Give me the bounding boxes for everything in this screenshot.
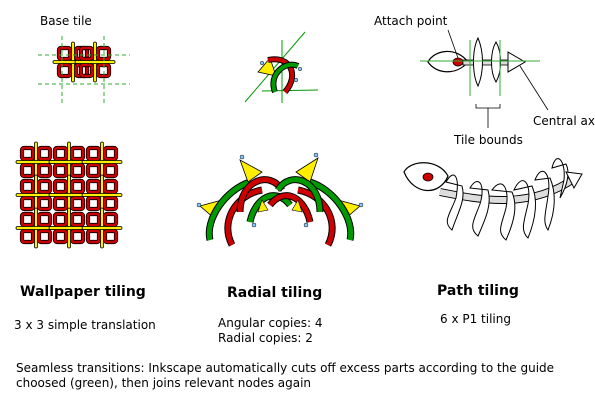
wallpaper-tiling-caption: 3 x 3 simple translation: [14, 318, 156, 332]
base-tile-label: Base tile: [40, 14, 92, 28]
footer-line-1: Seamless transitions: Inkscape automatic…: [16, 361, 555, 375]
radial-tiling-title: Radial tiling: [227, 285, 323, 301]
fish-base-figure: [420, 29, 549, 128]
central-axis-label: Central axis: [533, 114, 595, 128]
radial-tiling-figure: [196, 152, 363, 245]
path-tiling-caption: 6 x P1 tiling: [440, 312, 511, 326]
wallpaper-tiling-figure: [16, 142, 122, 248]
path-tiling-title: Path tiling: [437, 283, 519, 299]
wallpaper-tiling-title: Wallpaper tiling: [20, 284, 146, 300]
attach-point-label: Attach point: [374, 14, 448, 28]
radial-caption-line1: Angular copies: 4: [218, 316, 323, 330]
radial-caption-line2: Radial copies: 2: [218, 331, 313, 345]
path-tiling-figure: [403, 158, 583, 241]
footer-line-2: choosed (green), then joins relevant nod…: [16, 376, 312, 390]
base-tile-figure: [38, 36, 130, 104]
radial-base-figure: [244, 31, 319, 103]
tile-bounds-label: Tile bounds: [454, 133, 523, 147]
